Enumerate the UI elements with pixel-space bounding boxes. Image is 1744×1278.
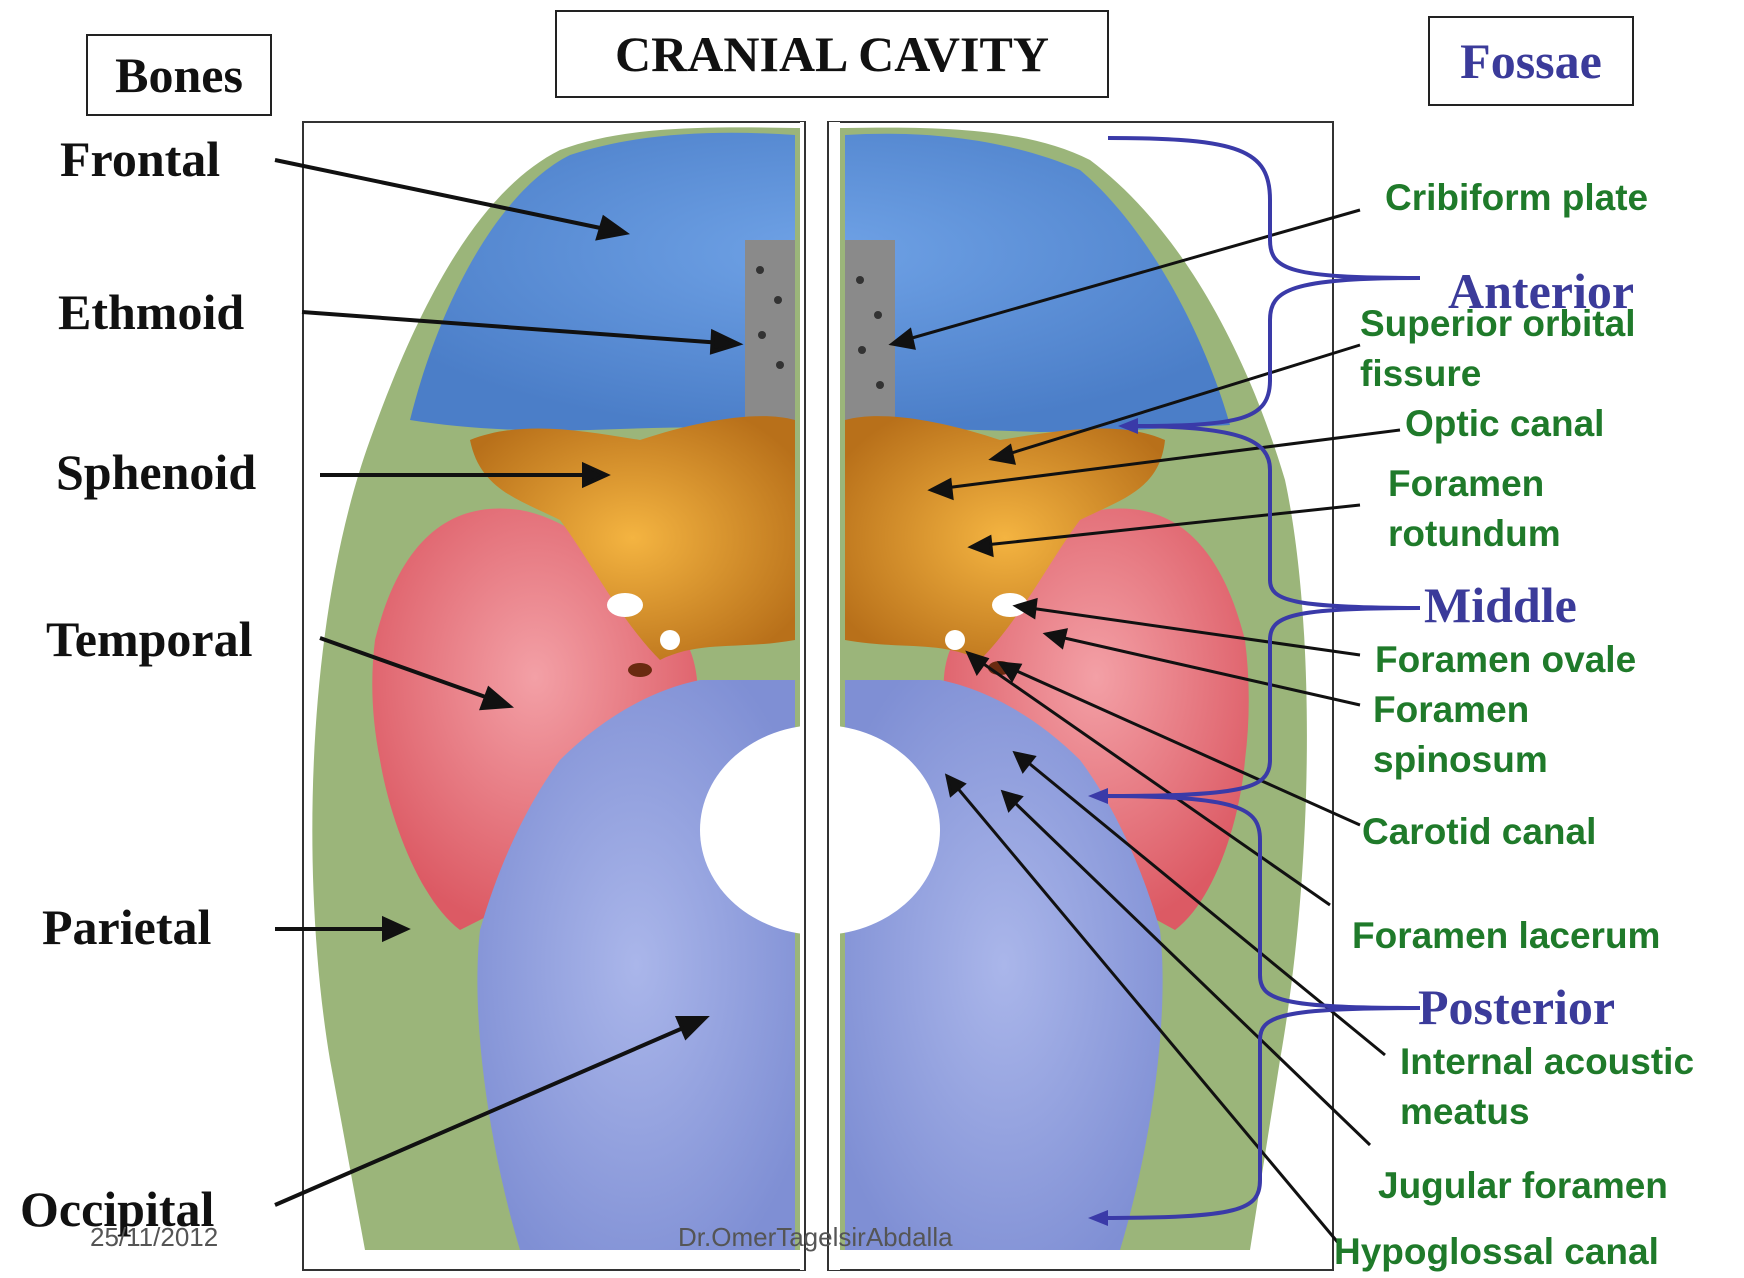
label-hypoglossal-canal: Hypoglossal canal [1334,1226,1659,1278]
page-title: CRANIAL CAVITY [615,25,1049,83]
label-foramen-rotundum-line1: Foramen [1388,458,1544,510]
footer-author: Dr.OmerTagelsirAbdalla [678,1222,953,1253]
label-foramen-ovale: Foramen ovale [1375,634,1636,686]
bone-label-sphenoid: Sphenoid [56,443,256,501]
label-jugular-foramen: Jugular foramen [1378,1160,1668,1212]
label-optic-canal: Optic canal [1405,398,1604,450]
fossa-label-middle: Middle [1424,576,1577,634]
label-internal-acoustic-meatus-line1: Internal acoustic [1400,1036,1694,1088]
bone-label-parietal: Parietal [42,898,211,956]
fossae-title: Fossae [1460,32,1602,90]
label-foramen-spinosum-line1: Foramen [1373,684,1529,736]
bone-label-frontal: Frontal [60,130,220,188]
label-superior-orbital-fissure-line1: Superior orbital [1360,298,1635,350]
label-internal-acoustic-meatus-line2: meatus [1400,1086,1530,1138]
bone-label-temporal: Temporal [46,610,253,668]
fossa-label-posterior: Posterior [1418,978,1615,1036]
label-carotid-canal: Carotid canal [1362,806,1596,858]
ethmoid-region [745,240,795,420]
bones-title-box: Bones [86,34,272,116]
label-cribiform-plate: Cribiform plate [1385,172,1648,224]
bone-label-ethmoid: Ethmoid [58,283,244,341]
main-title-box: CRANIAL CAVITY [555,10,1109,98]
label-foramen-rotundum-line2: rotundum [1388,508,1561,560]
label-superior-orbital-fissure-line2: fissure [1360,348,1481,400]
label-foramen-spinosum-line2: spinosum [1373,734,1548,786]
fossae-title-box: Fossae [1428,16,1634,106]
bones-title: Bones [115,46,243,104]
footer-date: 25/11/2012 [90,1222,218,1253]
label-foramen-lacerum: Foramen lacerum [1352,910,1660,962]
